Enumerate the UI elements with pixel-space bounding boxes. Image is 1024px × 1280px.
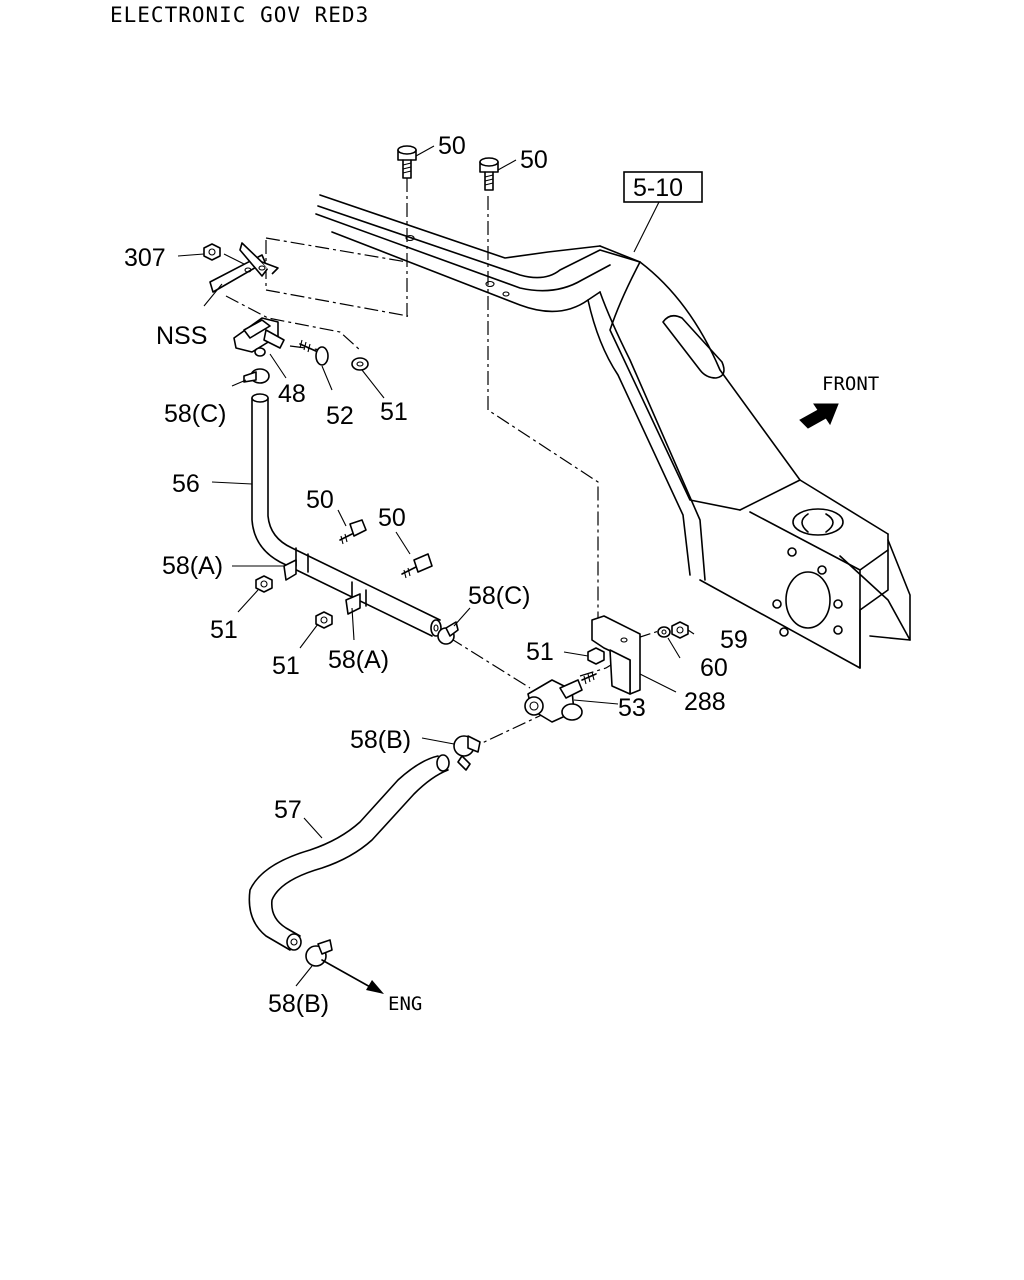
engine-direction-arrow	[321, 959, 384, 994]
callout-50-lower-left: 50	[306, 486, 334, 514]
callout-48: 48	[278, 380, 306, 408]
callout-58b-top: 58(B)	[350, 726, 411, 754]
callout-307: 307	[124, 244, 166, 272]
callout-60: 60	[700, 654, 728, 682]
bolt-50-lower-left	[339, 519, 367, 545]
callout-51-left: 51	[210, 616, 238, 644]
bolt-52	[299, 339, 329, 366]
chassis-frame-rail	[315, 194, 911, 669]
callout-labels: 50 50 307 NSS 58(C) 48 52 51 56 50 50 58…	[124, 132, 879, 1018]
callout-56: 56	[172, 470, 200, 498]
callout-58c-mid: 58(C)	[468, 582, 531, 610]
nut-59	[671, 621, 689, 639]
front-label: FRONT	[822, 373, 879, 395]
callout-58a-mid: 58(A)	[328, 646, 389, 674]
reference-box-5-10[interactable]: 5-10	[623, 171, 703, 203]
connector-53	[524, 671, 597, 723]
bolt-50-top-right	[479, 157, 499, 191]
callout-51-mid: 51	[272, 652, 300, 680]
clamp-58b-bottom	[305, 939, 333, 967]
callout-50-top-left: 50	[438, 132, 466, 160]
nut-307	[203, 243, 221, 261]
assembly-lines	[225, 178, 663, 745]
bracket-288	[591, 615, 641, 695]
bolt-50-top-left	[397, 145, 417, 179]
reference-box-label: 5-10	[633, 174, 683, 202]
callout-nss: NSS	[156, 322, 207, 350]
callout-288: 288	[684, 688, 726, 716]
clamp-58b-top	[453, 735, 481, 771]
nut-51-mid	[315, 611, 333, 629]
callout-58b-bottom: 58(B)	[268, 990, 329, 1018]
hose-56	[251, 393, 442, 637]
engine-label: ENG	[388, 993, 422, 1015]
clamp-58a-left	[283, 559, 297, 581]
bolt-50-lower-right	[401, 553, 433, 579]
clamp-58c-top	[243, 368, 270, 384]
callout-50-lower-right: 50	[378, 504, 406, 532]
nut-51-left	[255, 575, 273, 593]
washer-60	[657, 626, 671, 638]
callout-51-right: 51	[526, 638, 554, 666]
leader-lines	[177, 145, 695, 987]
nut-51-right	[587, 647, 605, 665]
hose-57	[248, 754, 450, 951]
callout-53: 53	[618, 694, 646, 722]
callout-57: 57	[274, 796, 302, 824]
washer-51-top	[351, 357, 369, 371]
bracket-nss	[209, 242, 279, 293]
callout-52: 52	[326, 402, 354, 430]
front-direction-arrow	[799, 403, 839, 429]
sensor-48	[233, 317, 285, 357]
callout-51-top: 51	[380, 398, 408, 426]
callout-50-top-right: 50	[520, 146, 548, 174]
clamp-58a-mid	[345, 593, 361, 615]
diagram-title: ELECTRONIC GOV RED3	[110, 3, 370, 27]
callout-58c-top: 58(C)	[164, 400, 227, 428]
callout-59: 59	[720, 626, 748, 654]
callout-58a-left: 58(A)	[162, 552, 223, 580]
